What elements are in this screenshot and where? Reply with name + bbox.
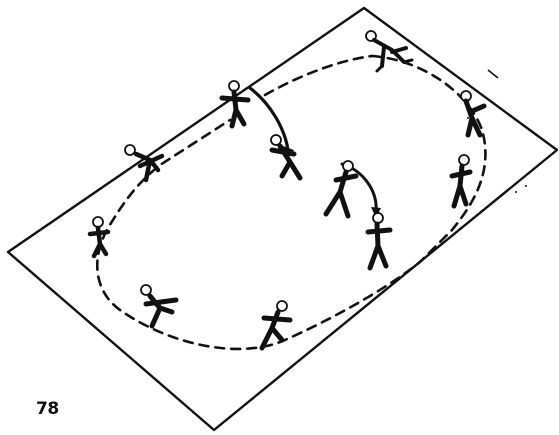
player-runner-right-middle xyxy=(452,155,470,206)
pass-arc-upper xyxy=(250,88,288,150)
player-left-middle xyxy=(90,217,108,256)
player-receiver-center-right xyxy=(368,213,390,268)
court-boundary xyxy=(8,8,557,430)
figure-number: 78 xyxy=(36,399,59,419)
player-passer-center xyxy=(326,161,356,216)
player-bottom-left xyxy=(141,285,176,326)
running-route-upper-return xyxy=(265,56,372,95)
